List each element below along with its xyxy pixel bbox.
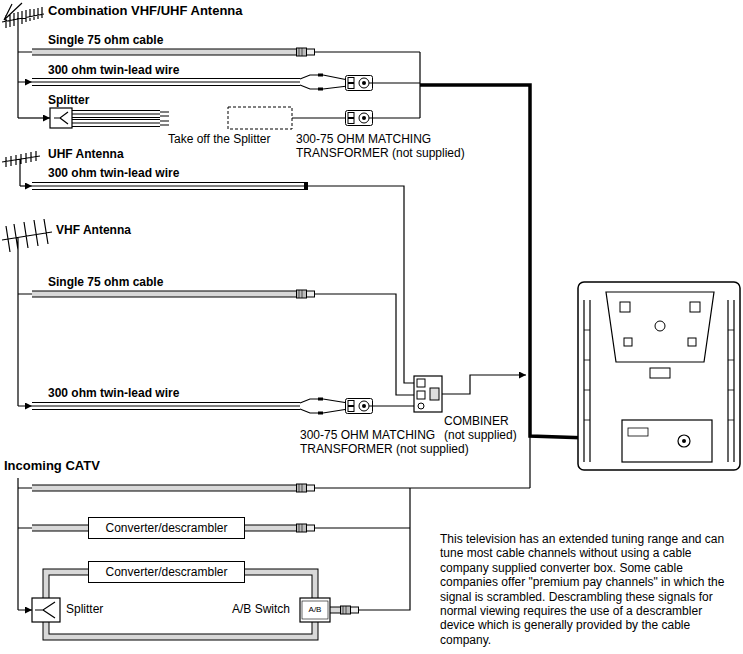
antenna-label: UHF Antenna [48, 147, 124, 161]
note-paragraph: This television has an extended tuning r… [440, 532, 732, 647]
process-box: Converter/descrambler [88, 517, 245, 539]
source-label: Incoming CATV [4, 458, 100, 474]
cable-label: 300 ohm twin-lead wire [48, 166, 179, 180]
part-label: Splitter [66, 602, 103, 616]
cable-label: 300 ohm twin-lead wire [48, 386, 179, 400]
part-label: 300-75 OHM MATCHING TRANSFORMER (not sup… [296, 132, 496, 161]
antenna-label: Combination VHF/UHF Antenna [48, 3, 243, 19]
process-box: Converter/descrambler [88, 561, 245, 583]
antenna-label: VHF Antenna [56, 223, 131, 237]
cable-label: Single 75 ohm cable [48, 33, 163, 47]
splitter-label: Splitter [48, 93, 89, 107]
instruction-note: Take off the Splitter [168, 132, 271, 146]
part-label: COMBINER (not supplied) [444, 414, 526, 443]
part-label: A/B Switch [232, 602, 290, 616]
cable-label: 300 ohm twin-lead wire [48, 63, 179, 77]
switch-marking: A/B [302, 605, 328, 615]
part-label: 300-75 OHM MATCHING TRANSFORMER (not sup… [300, 428, 500, 457]
box-text: Converter/descrambler [105, 521, 227, 535]
box-text: Converter/descrambler [105, 565, 227, 579]
cable-label: Single 75 ohm cable [48, 275, 163, 289]
